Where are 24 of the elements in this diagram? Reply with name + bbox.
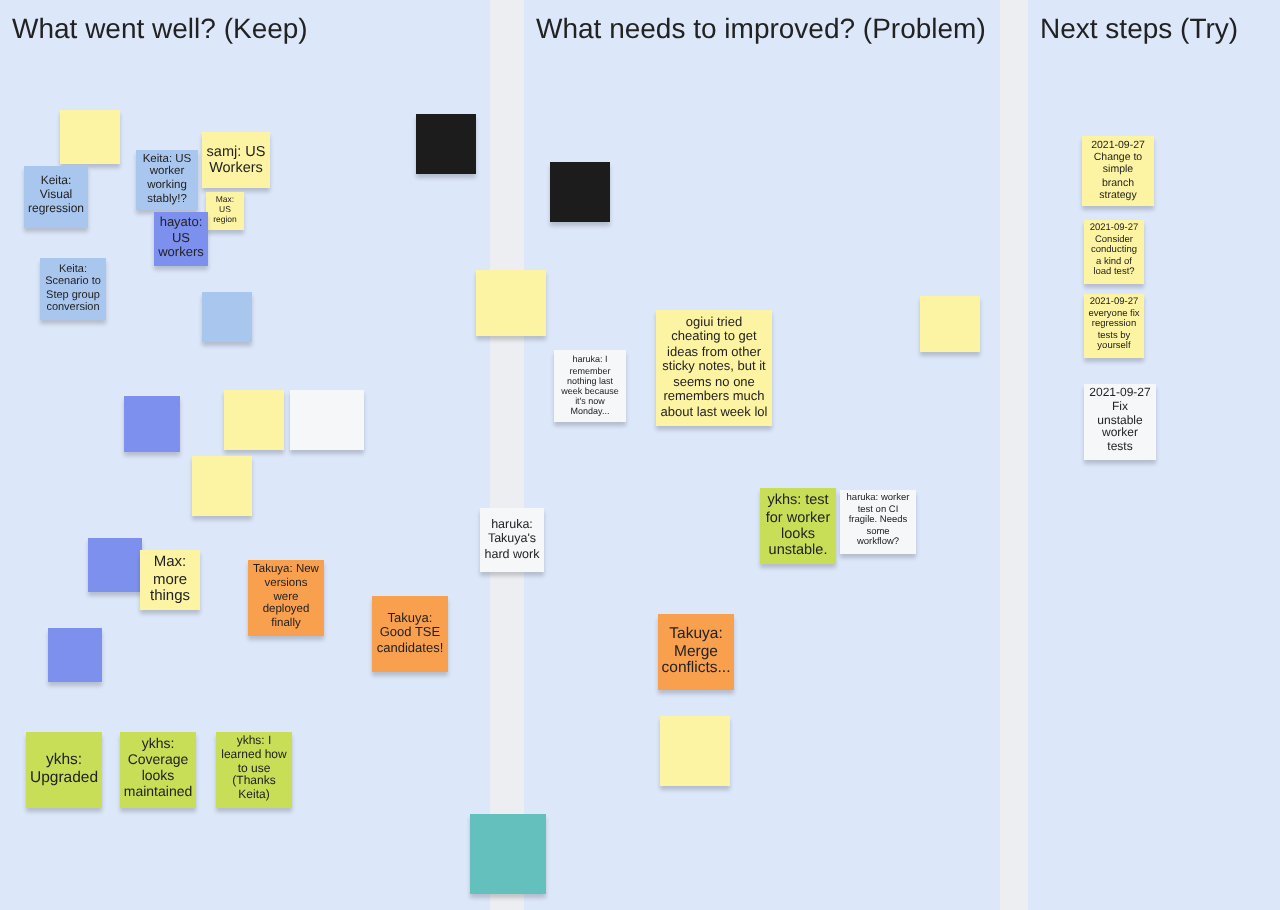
sticky-note: [660, 716, 730, 786]
sticky-note: [60, 110, 120, 164]
column-heading: What went well? (Keep): [12, 12, 308, 44]
column-heading: What needs to improved? (Problem): [536, 12, 986, 44]
sticky-note: [372, 596, 448, 672]
sticky-note: [290, 390, 364, 450]
sticky-note: [192, 456, 252, 516]
sticky-note: [470, 814, 546, 894]
sticky-note: [416, 114, 476, 174]
sticky-note: [202, 292, 252, 342]
sticky-note: [24, 166, 88, 228]
sticky-note: [26, 732, 102, 808]
column-heading: Next steps (Try): [1040, 12, 1239, 44]
sticky-note: [920, 296, 980, 352]
sticky-note: [48, 628, 102, 682]
sticky-note: [550, 162, 610, 222]
sticky-note: [224, 390, 284, 450]
sticky-note: [658, 614, 734, 690]
sticky-note: [88, 538, 142, 592]
sticky-note: [476, 270, 546, 336]
column-panel: [1028, 0, 1280, 910]
sticky-note: [202, 132, 270, 188]
sticky-note: [480, 508, 544, 572]
sticky-note: [124, 396, 180, 452]
